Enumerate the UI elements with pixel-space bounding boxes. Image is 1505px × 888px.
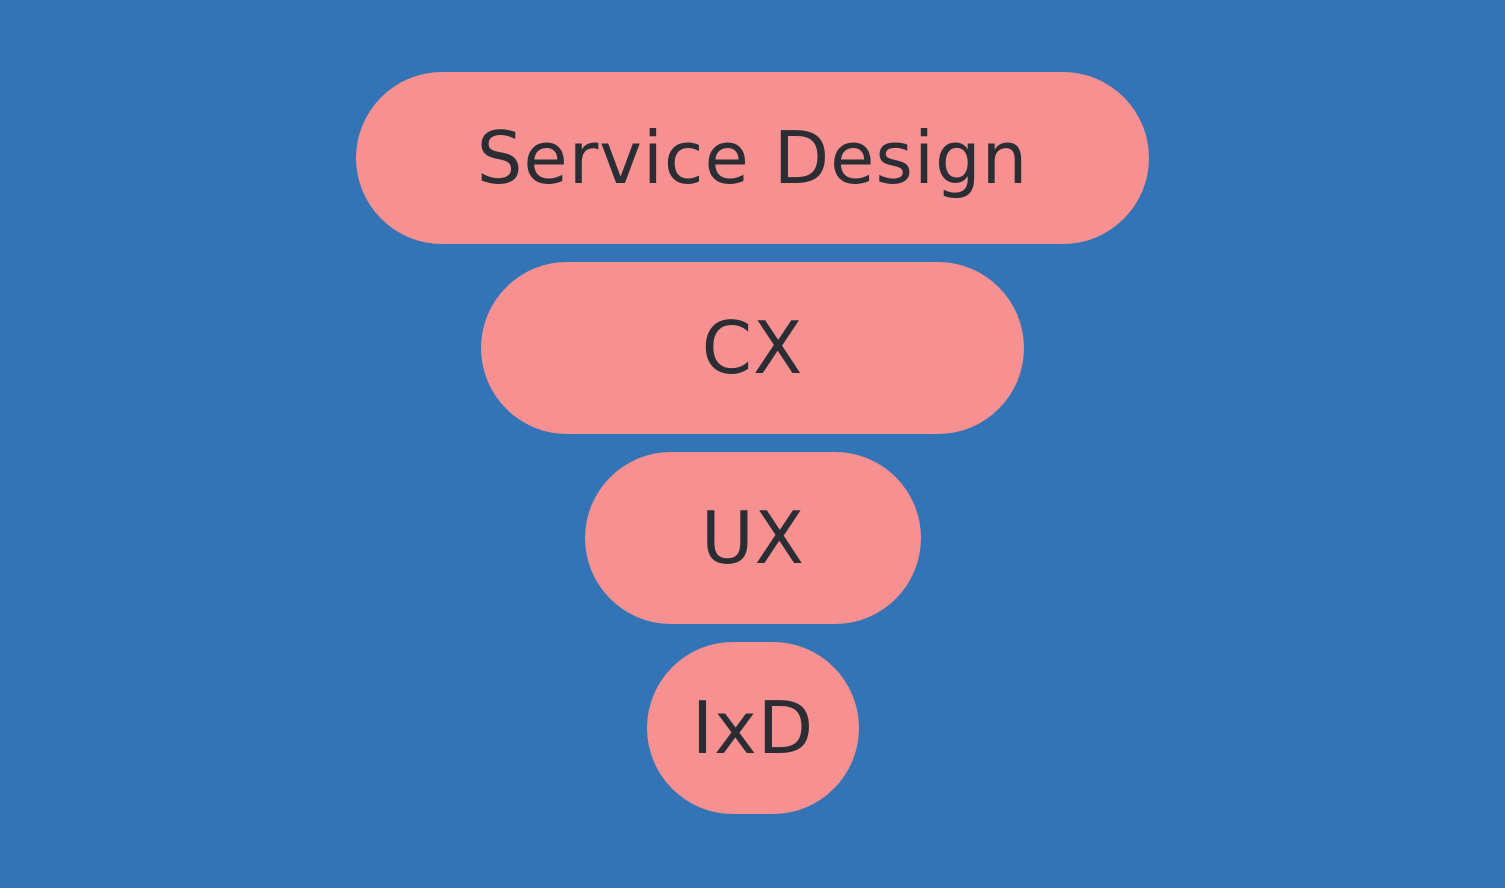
layer-label: UX	[700, 496, 806, 580]
layer-label: Service Design	[476, 116, 1029, 200]
layer-ux: UX	[585, 452, 921, 624]
layer-label: CX	[701, 306, 804, 390]
layer-label: IxD	[691, 686, 815, 770]
layer-ixd: IxD	[647, 642, 859, 814]
layer-service-design: Service Design	[356, 72, 1149, 244]
layer-cx: CX	[481, 262, 1024, 434]
